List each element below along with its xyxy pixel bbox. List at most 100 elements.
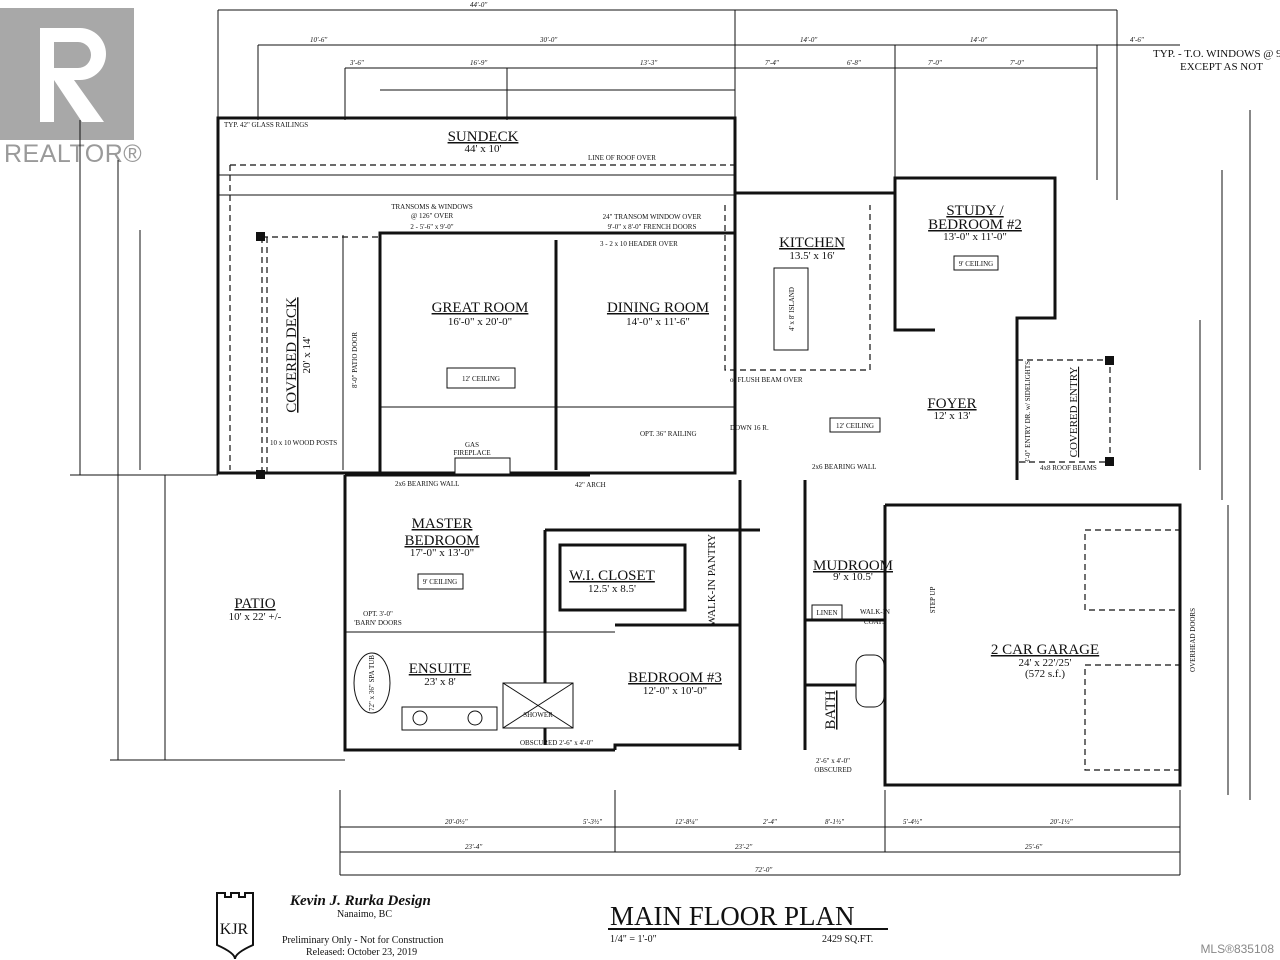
dim-bottom: 5'-4½" [903,818,922,826]
garage-label: 2 CAR GARAGE [991,642,1099,658]
ensuite-label: ENSUITE [409,661,472,677]
realtor-brand: REALTOR® [4,140,143,168]
dining-room-size: 14'-0" x 11'-6" [626,316,690,328]
walls [343,176,1182,787]
dim-top: 14'-0" [970,36,987,44]
bedroom-3-label: BEDROOM #3 [628,670,722,686]
railing-note: OPT. 36" RAILING [640,430,697,438]
bedroom-3-size: 12'-0" x 10'-0" [643,685,707,697]
dim-top: 30'-0" [539,36,557,44]
dim-top: 6'-8" [847,59,861,67]
obscured-window-note: 2'-6" x 4'-0" [816,757,850,765]
overhead-doors-note: OVERHEAD DOORS [1189,608,1197,672]
dim-bottom: 2'-4" [763,818,777,826]
dim-top: 3'-6" [349,59,364,67]
dim-bottom: 5'-3½" [583,818,602,826]
mudroom-size: 9' x 10.5' [833,571,873,583]
master-bedroom-size: 17'-0" x 13'-0" [410,547,474,559]
title-block: KJR Kevin J. Rurka Design Nanaimo, BC Pr… [216,892,888,960]
study-ceiling: 9' CEILING [959,260,994,268]
entry-door-note: 3'-0" ENTRY DR. w/ SIDELIGHTS [1024,361,1032,463]
covered-deck-size: 20' x 14' [301,337,313,374]
mudroom-label: MUDROOM [813,558,893,574]
dim-top: 13'-3" [640,59,657,67]
step-up-note: STEP UP [929,587,937,614]
dining-room-label: DINING ROOM [607,300,709,316]
barn-doors-note: OPT. 3'-0" [363,610,393,618]
realtor-logo: REALTOR® [0,0,150,180]
foyer-size: 12' x 13' [934,410,971,422]
release-date: Released: October 23, 2019 [306,947,417,958]
dim-top: 4'-6" [1130,36,1144,44]
study-size: 13'-0" x 11'-0" [943,231,1007,243]
plan-scale: 1/4" = 1'-0" [610,934,657,945]
disclaimer: Preliminary Only - Not for Construction [282,935,443,946]
study-label: BEDROOM #2 [928,217,1022,233]
roof-beams-note: 4x8 ROOF BEAMS [1040,464,1097,472]
transoms-note: TRANSOMS & WINDOWS [391,203,473,211]
plan-title: MAIN FLOOR PLAN [610,901,855,931]
dim-top: 16'-9" [470,59,487,67]
dim-bottom: 23'-2" [735,843,752,851]
obscured-window-note: OBSCURED [814,766,851,774]
dim-bottom: 72'-0" [755,866,772,874]
kitchen-label: KITCHEN [779,235,845,251]
firm-location: Nanaimo, BC [337,909,392,920]
master-ceiling: 9' CEILING [423,578,458,586]
header-note: 3 - 2 x 10 HEADER OVER [600,240,678,248]
side-dimensions [70,110,1251,800]
top-dimensions: 44'-0" 10'-6" 30'-0" 14'-0" 14'-0" 4'-6"… [217,1,1180,200]
windows-note: TYP. - T.O. WINDOWS @ 9 [1153,48,1280,60]
arch-note: 42" ARCH [575,481,606,489]
pantry-label: WALK-IN PANTRY [706,534,718,626]
foyer-ceiling: 12' CEILING [836,422,874,430]
firm-name: Kevin J. Rurka Design [289,893,431,909]
master-bedroom-label: MASTER [412,516,473,532]
kjr-logo: KJR [216,892,254,960]
dim-top: 7'-0" [1010,59,1024,67]
dim-bottom: 8'-1½" [825,818,844,826]
bottom-dimensions: 20'-0½" 5'-3½" 12'-8¼" 2'-4" 8'-1½" 5'-4… [339,790,1181,876]
dim-top: 7'-4" [765,59,779,67]
shower-label: SHOWER [523,711,553,719]
dim-bottom: 12'-8¼" [675,818,698,826]
patio-label: PATIO [234,596,275,612]
roof-line-note: LINE OF ROOF OVER [588,154,656,162]
wi-closet-size: 12.5' x 8.5' [588,583,636,595]
bath-label: BATH [823,690,839,729]
transoms-note: @ 126" OVER [411,212,454,220]
flush-beam-note: or FLUSH BEAM OVER [730,376,803,384]
sundeck: TYP. 42" GLASS RAILINGS SUNDECK 44' x 10… [216,116,737,475]
patio-size: 10' x 22' +/- [229,611,282,623]
great-room-size: 16'-0" x 20'-0" [448,316,512,328]
barn-doors-note: 'BARN' DOORS [354,619,402,627]
dim-top: 7'-0" [928,59,942,67]
patio-door-note: 8'-0" PATIO DOOR [351,332,359,388]
covered-deck: COVERED DECK 20' x 14' 8'-0" PATIO DOOR … [256,232,380,479]
kitchen-size: 13.5' x 16' [789,250,834,262]
stairs-down-note: DOWN 16 R. [730,424,769,432]
dim-bottom: 25'-6" [1025,843,1042,851]
bearing-wall-note: 2x6 BEARING WALL [812,463,876,471]
island-label: 4' x 8' ISLAND [788,287,796,331]
sundeck-size: 44' x 10' [465,143,502,155]
ensuite-size: 23' x 8' [424,676,455,688]
wood-posts-note: 10 x 10 WOOD POSTS [270,439,337,447]
obscured-window-note: OBSCURED 2'-6" x 4'-0" [520,739,593,747]
garage-area: (572 s.f.) [1025,668,1065,680]
dim-top: 14'-0" [800,36,817,44]
great-room-ceiling: 12' CEILING [462,375,500,383]
bearing-wall-note: 2x6 BEARING WALL [395,480,459,488]
mls-number: MLS®835108 [1200,942,1274,956]
dim-top: 44'-0" [470,1,487,9]
great-room-label: GREAT ROOM [432,300,529,316]
linen-label: LINEN [817,609,838,617]
dim-top: 10'-6" [310,36,327,44]
fireplace-label: GAS [465,441,479,449]
dim-bottom: 20'-0½" [445,818,468,826]
french-doors-note: 24" TRANSOM WINDOW OVER [603,213,702,221]
transoms-note: 2 - 5'-6" x 9'-0" [410,223,453,231]
garage-size: 24' x 22'/25' [1018,657,1071,669]
wi-closet-label: W.I. CLOSET [569,568,655,584]
